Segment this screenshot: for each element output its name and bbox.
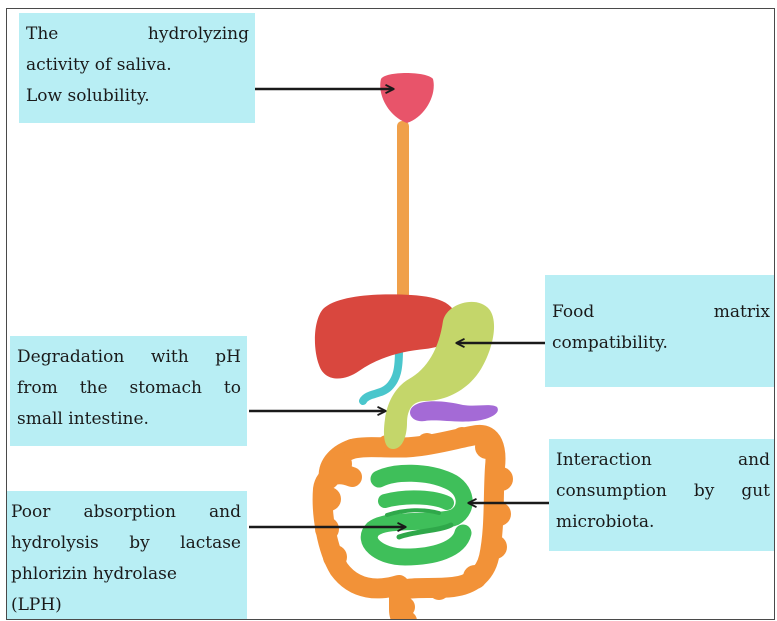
label-microbiota-line-2: consumption by gut — [556, 476, 770, 507]
label-saliva: The hydrolyzing activity of saliva. Low … — [19, 13, 255, 123]
pancreas — [410, 401, 498, 421]
label-lph-line-1: Poor absorption and — [11, 497, 241, 528]
mouth — [380, 73, 434, 123]
esophagus — [397, 121, 409, 309]
label-matrix-line-1: Food matrix — [552, 297, 770, 328]
label-lph-line-3: phlorizin hydrolase — [11, 559, 241, 590]
label-food-matrix: Food matrix compatibility. — [545, 275, 775, 387]
label-saliva-line-2: activity of saliva. — [26, 50, 249, 81]
label-ph-degradation: Degradation with pH from the stomach to … — [10, 336, 247, 446]
label-saliva-line-1: The hydrolyzing — [26, 19, 249, 50]
label-lph: Poor absorption and hydrolysis by lactas… — [7, 491, 247, 620]
label-saliva-line-3: Low solubility. — [26, 81, 249, 112]
label-ph-line-1: Degradation with pH — [17, 342, 241, 373]
label-ph-line-3: small intestine. — [17, 404, 241, 435]
label-matrix-line-2: compatibility. — [552, 328, 770, 359]
small-intestine — [369, 473, 464, 557]
label-microbiota-line-3: microbiota. — [556, 507, 770, 538]
label-lph-line-2: hydrolysis by lactase — [11, 528, 241, 559]
diagram-frame: The hydrolyzing activity of saliva. Low … — [6, 8, 775, 620]
label-lph-line-4: (LPH) — [11, 590, 241, 620]
label-ph-line-2: from the stomach to — [17, 373, 241, 404]
label-microbiota-line-1: Interaction and — [556, 445, 770, 476]
label-microbiota: Interaction and consumption by gut micro… — [549, 439, 775, 551]
